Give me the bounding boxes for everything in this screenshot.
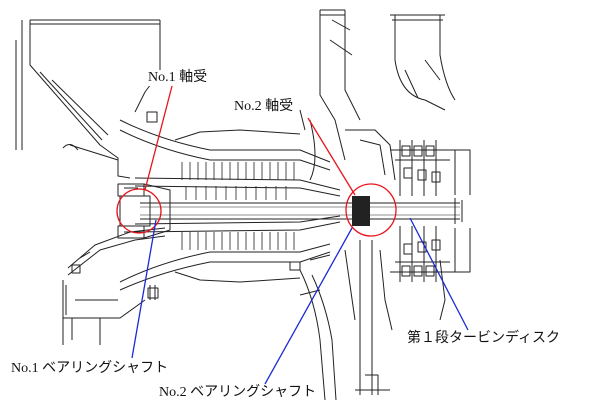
compressor-lower-blades xyxy=(181,232,295,250)
no1-bearing-shaft-label: No.1 ベアリングシャフト xyxy=(10,361,170,377)
compressor-upper-blades xyxy=(181,162,295,200)
no1-bearing-leader xyxy=(144,85,173,191)
fittings xyxy=(71,111,301,299)
no2-shaft-leader xyxy=(264,227,353,385)
bearing-callouts xyxy=(116,85,397,237)
no1-bearing-circle xyxy=(116,188,162,234)
no1-shaft-leader xyxy=(131,219,157,359)
no2-bearing-leader xyxy=(307,117,356,196)
turbine-lower-stages xyxy=(390,226,471,282)
engine-line-art xyxy=(15,9,471,401)
inlet-hopper xyxy=(15,19,161,179)
no1-bearing-label: No.1 軸受 xyxy=(147,70,209,86)
compressor-lower-flowpath xyxy=(119,215,341,291)
no2-bearing-circle xyxy=(345,183,397,237)
first-stage-turbine-disk-label: 第１段タービンディスク xyxy=(406,331,562,347)
turbine-casing xyxy=(299,9,456,181)
no2-bearing-label: No.2 軸受 xyxy=(233,99,295,115)
lower-left-casing xyxy=(62,227,166,345)
shaft-callouts xyxy=(131,217,469,385)
no2-bearing-shaft-label: No.2 ベアリングシャフト xyxy=(158,385,318,401)
disk-leader xyxy=(409,217,469,331)
lower-right-casing xyxy=(299,240,446,401)
main-shaft xyxy=(119,195,463,227)
turbine-upper-stages xyxy=(390,140,471,196)
no1-bearing-housing xyxy=(117,183,171,239)
